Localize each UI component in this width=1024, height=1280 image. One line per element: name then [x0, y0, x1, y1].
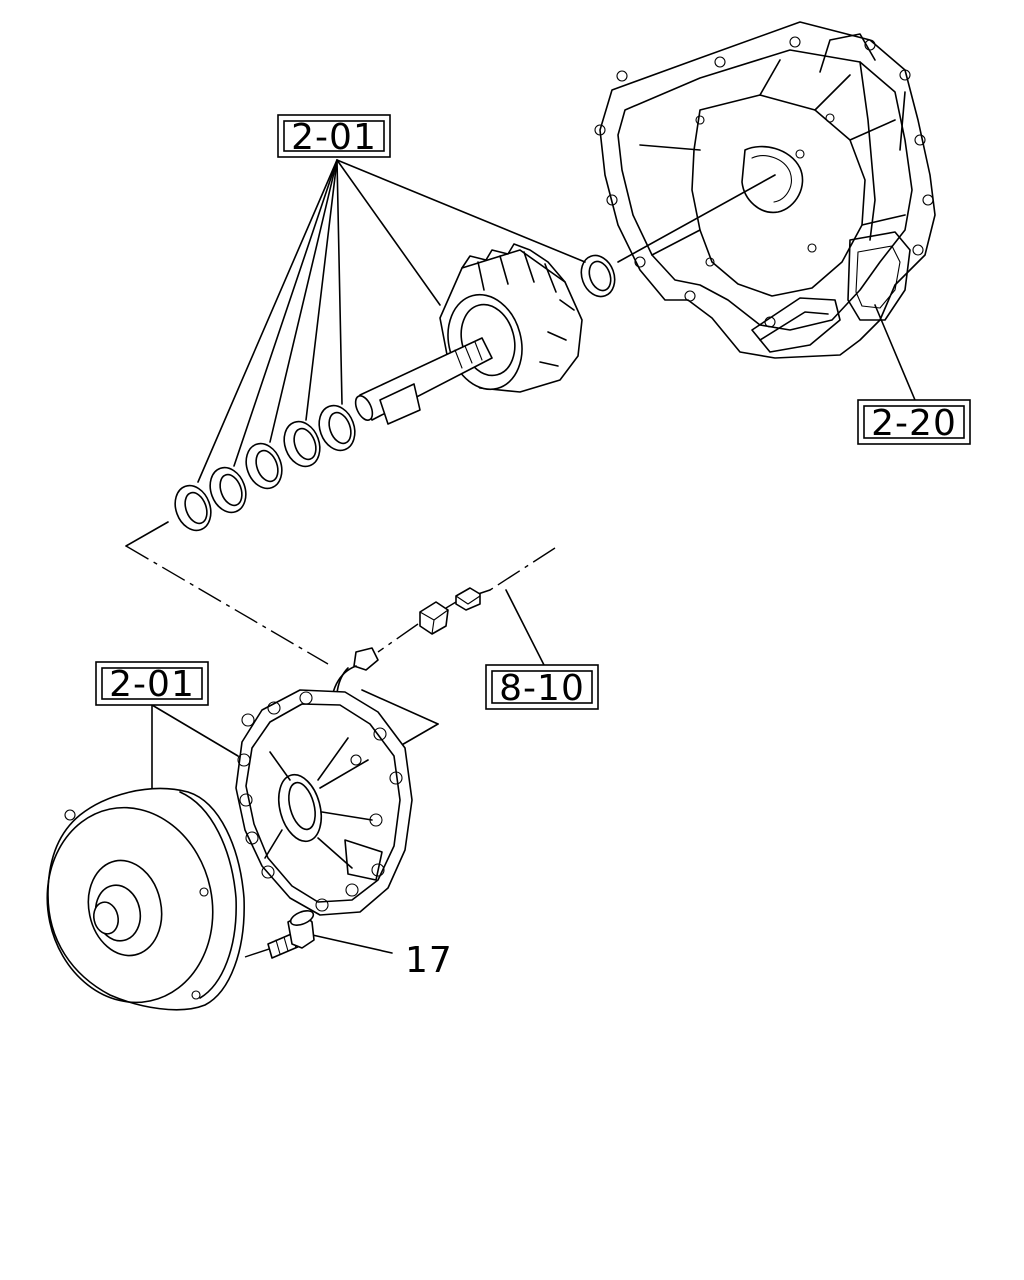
callout-ref-top: 2-01 [277, 114, 391, 158]
seal-ring-2 [209, 466, 247, 514]
part-number-bolt: 17 [405, 940, 453, 981]
seal-rings-row [174, 404, 356, 532]
callout-ref-housing-label: 2-20 [871, 403, 957, 444]
torque-converter [46, 787, 245, 1011]
clutch-drum-shaft [354, 243, 583, 425]
seal-ring-3 [245, 442, 283, 490]
transmission-housing [594, 21, 936, 359]
seal-ring-large [580, 254, 616, 298]
oil-pump-cover [235, 689, 413, 916]
seal-ring-4 [283, 420, 321, 468]
seal-ring-1 [174, 484, 212, 532]
callout-ref-bottom: 2-01 [95, 661, 209, 706]
callout-ref-bottom-label: 2-01 [109, 664, 195, 705]
leader-lines [125, 159, 916, 958]
bolt [267, 910, 315, 959]
callout-ref-top-label: 2-01 [291, 117, 377, 158]
callout-ref-harness-label: 8-10 [499, 668, 585, 709]
callout-ref-harness: 8-10 [485, 664, 599, 710]
seal-ring-5 [318, 404, 356, 452]
callout-ref-housing: 2-20 [857, 399, 971, 445]
